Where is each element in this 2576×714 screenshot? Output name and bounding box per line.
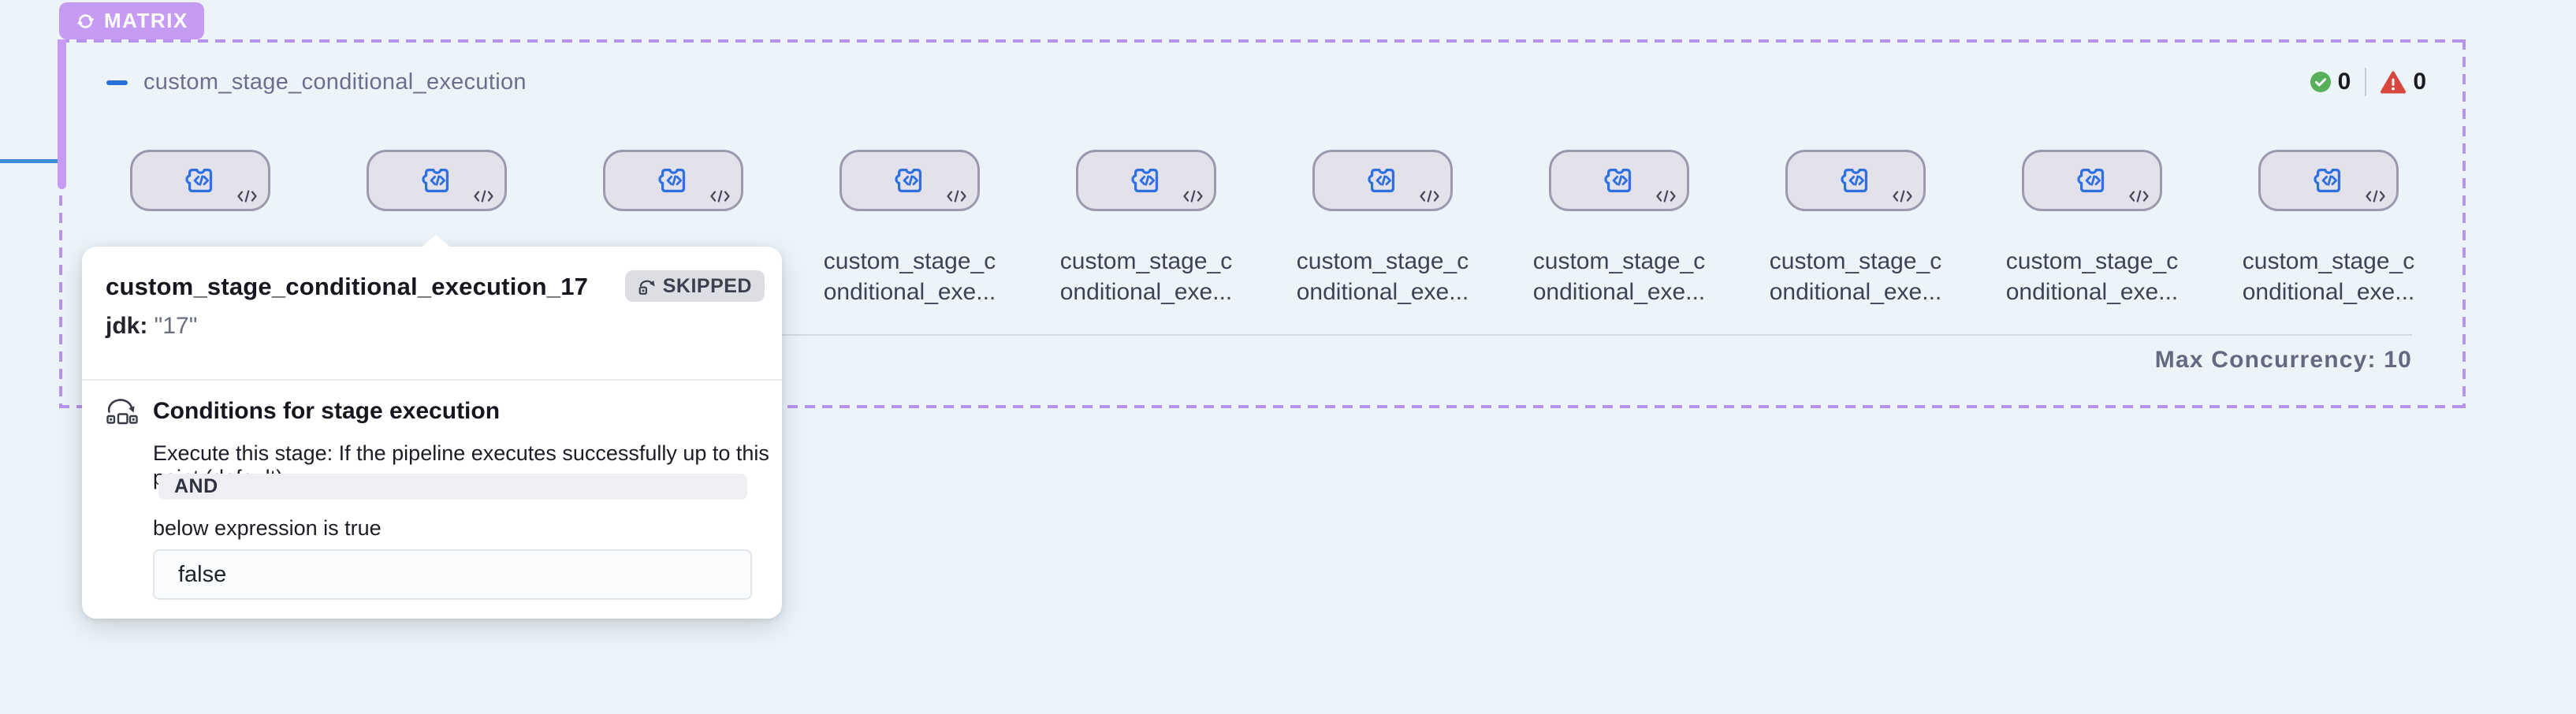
matrix-title: custom_stage_conditional_execution [143,69,527,95]
code-icon [237,190,257,203]
matrix-badge-label: MATRIX [104,9,188,32]
conditions-heading-row: Conditions for stage execution [106,396,500,426]
code-icon [1420,190,1439,203]
stage-node[interactable] [1312,150,1453,211]
matrix-status-counts: 0 0 [2310,68,2426,96]
code-icon [474,190,493,203]
matrix-border-bottom [59,405,2466,408]
conditional-execution-icon [106,399,138,425]
variable-value: "17" [147,313,198,339]
matrix-footer-divider [110,334,2412,336]
code-icon [2129,190,2149,203]
matrix-border-right [2462,39,2466,408]
operator-label: AND [174,475,218,497]
warning-count: 0 [2413,69,2426,95]
stage-node[interactable] [1549,150,1689,211]
stage-node[interactable] [2258,150,2399,211]
code-icon [947,190,966,203]
expression-note: below expression is true [153,516,382,540]
custom-stage-icon [185,168,213,193]
code-icon [1183,190,1203,203]
matrix-header: custom_stage_conditional_execution [106,69,527,95]
matrix-badge[interactable]: MATRIX [59,2,204,39]
popover-caret [421,235,451,247]
popover-title-row: custom_stage_conditional_execution_17 SK… [106,270,765,302]
custom-stage-icon [658,168,686,193]
conditions-heading: Conditions for stage execution [153,398,501,424]
code-icon [1893,190,1912,203]
matrix-border-left [59,39,62,408]
stage-details-popover: custom_stage_conditional_execution_17 SK… [82,235,782,619]
custom-stage-icon [895,168,922,193]
custom-stage-icon [1131,168,1159,193]
code-icon [1656,190,1676,203]
custom-stage-icon [1604,168,1632,193]
code-icon [710,190,730,203]
warning-icon [2381,71,2407,93]
stage-node[interactable] [603,150,743,211]
stage-node[interactable] [367,150,507,211]
code-icon [2366,190,2385,203]
max-concurrency-label: Max Concurrency: 10 [2154,347,2412,373]
stage-node[interactable] [839,150,980,211]
success-icon [2310,72,2331,92]
loop-icon [76,13,95,28]
custom-stage-icon [1368,168,1395,193]
expression-input[interactable]: false [153,549,752,600]
skipped-label: SKIPPED [662,274,752,297]
matrix-variable-row: jdk: "17" [106,313,197,340]
skipped-status-badge: SKIPPED [624,270,765,302]
condition-operator-bar: AND [158,474,747,500]
status-separator [2365,68,2367,96]
matrix-stage-container: custom_stage_conditional_execution 0 0 [59,39,2466,408]
matrix-badge-tail [58,39,66,189]
pipeline-connector-line [0,159,63,163]
custom-stage-icon [422,168,449,193]
collapse-icon[interactable] [106,80,128,85]
stage-node[interactable] [1076,150,1216,211]
skipped-icon [638,280,655,295]
custom-stage-icon [2314,168,2341,193]
stage-node[interactable] [2022,150,2162,211]
custom-stage-icon [1841,168,1868,193]
expression-value: false [178,561,227,587]
popover-divider [82,379,782,381]
stage-node[interactable] [130,150,270,211]
matrix-border-top [59,39,2466,43]
variable-key: jdk: [106,313,148,339]
success-count: 0 [2337,69,2351,95]
popover-stage-title: custom_stage_conditional_execution_17 [106,273,589,300]
stage-node[interactable] [1785,150,1926,211]
custom-stage-icon [2077,168,2105,193]
